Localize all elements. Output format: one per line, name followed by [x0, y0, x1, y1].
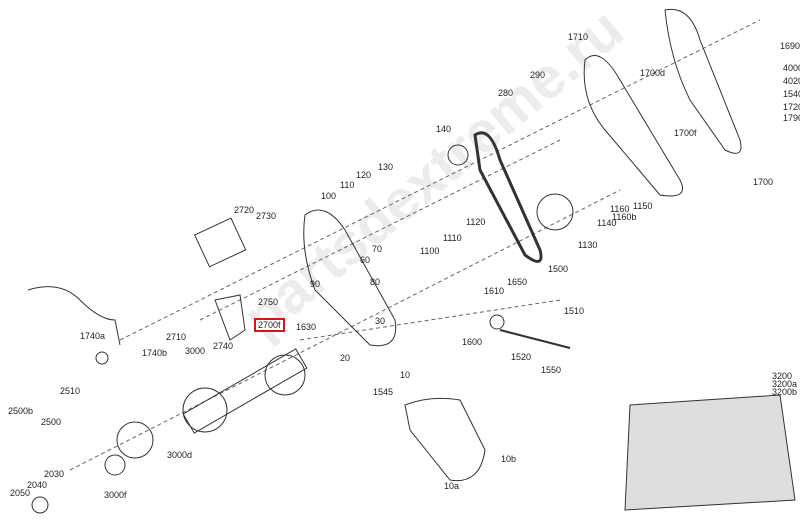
part-label-3200[interactable]: 3200 [772, 371, 793, 381]
part-label-1510[interactable]: 1510 [564, 306, 585, 316]
part-label-3000d[interactable]: 3000d [167, 450, 193, 460]
part-label-2720[interactable]: 2720 [234, 205, 255, 215]
part-label-2500[interactable]: 2500 [41, 417, 62, 427]
part-label-3200b[interactable]: 3200b [772, 387, 798, 397]
assembly-axis-lines [69, 19, 761, 471]
chaincase-housing [303, 209, 397, 347]
part-label-110[interactable]: 110 [340, 180, 355, 190]
part-label-2730[interactable]: 2730 [256, 211, 277, 221]
drive-axle [182, 348, 308, 434]
part-label-1110[interactable]: 1110 [443, 233, 462, 243]
part-label-1600[interactable]: 1600 [462, 337, 483, 347]
drive-sprocket-left [182, 387, 228, 433]
part-label-1740a[interactable]: 1740a [80, 331, 106, 341]
part-label-140[interactable]: 140 [436, 124, 452, 134]
part-label-4000[interactable]: 4000 [783, 63, 800, 73]
part-label-3000[interactable]: 3000 [185, 346, 206, 356]
part-label-1700f[interactable]: 1700f [674, 128, 697, 138]
part-label-1160[interactable]: 1160 [610, 204, 630, 214]
part-label-1100[interactable]: 1100 [420, 246, 440, 256]
bracket-2710 [214, 294, 246, 341]
seal-2030 [104, 454, 126, 476]
bearing-3000f [116, 421, 154, 459]
part-label-2030[interactable]: 2030 [44, 469, 65, 479]
part-label-1540[interactable]: 1540 [783, 89, 800, 99]
part-label-1120[interactable]: 1120 [466, 217, 486, 227]
part-label-1690[interactable]: 1690 [780, 41, 800, 51]
cover-gasket [583, 55, 683, 197]
part-label-290[interactable]: 290 [530, 70, 546, 80]
part-label-1150[interactable]: 1150 [633, 201, 653, 211]
part-label-2750[interactable]: 2750 [258, 297, 279, 307]
track-section [624, 394, 796, 511]
part-label-1130[interactable]: 1130 [578, 240, 598, 250]
part-label-2710[interactable]: 2710 [166, 332, 187, 342]
part-label-1740b[interactable]: 1740b [142, 348, 168, 358]
part-label-1720[interactable]: 1720 [783, 102, 800, 112]
part-label-1630[interactable]: 1630 [296, 322, 317, 332]
shaft-1520 [499, 329, 571, 349]
part-label-120[interactable]: 120 [356, 170, 372, 180]
rear-cover [664, 8, 742, 154]
part-label-1650[interactable]: 1650 [507, 277, 528, 287]
part-label-2500b[interactable]: 2500b [8, 406, 34, 416]
part-label-70[interactable]: 70 [372, 244, 383, 254]
part-label-2050[interactable]: 2050 [10, 488, 31, 498]
part-label-1520[interactable]: 1520 [511, 352, 532, 362]
part-label-30[interactable]: 30 [375, 316, 386, 326]
brake-housing-2720 [194, 217, 247, 268]
part-label-1140[interactable]: 1140 [597, 218, 617, 228]
part-label-2700f-highlighted[interactable]: 2700f [254, 318, 285, 332]
part-label-130[interactable]: 130 [378, 162, 394, 172]
sprocket-140 [447, 144, 469, 166]
part-label-1160b[interactable]: 1160b [612, 212, 637, 222]
part-label-1500[interactable]: 1500 [548, 264, 569, 274]
fitting-1740a [95, 351, 109, 365]
part-label-1550[interactable]: 1550 [541, 365, 562, 375]
part-label-90[interactable]: 90 [310, 279, 321, 289]
ring-2050 [31, 496, 49, 514]
part-label-20[interactable]: 20 [340, 353, 351, 363]
part-label-10[interactable]: 10 [400, 370, 411, 380]
part-label-1790[interactable]: 1790 [783, 113, 800, 123]
part-label-1700d[interactable]: 1700d [640, 68, 666, 78]
part-label-2040[interactable]: 2040 [27, 480, 48, 490]
part-label-60[interactable]: 60 [360, 255, 371, 265]
part-label-2510[interactable]: 2510 [60, 386, 81, 396]
sprocket-1130 [536, 193, 574, 231]
part-label-3000f[interactable]: 3000f [104, 490, 127, 500]
drive-sprocket-right [264, 354, 306, 396]
part-label-1545[interactable]: 1545 [373, 387, 394, 397]
tensioner-1610 [489, 314, 505, 330]
part-label-3200a[interactable]: 3200a [772, 379, 798, 389]
outer-plate-10a [404, 397, 486, 482]
part-label-1610[interactable]: 1610 [484, 286, 505, 296]
part-label-10b[interactable]: 10b [501, 454, 517, 464]
part-label-2740[interactable]: 2740 [213, 341, 234, 351]
part-label-100[interactable]: 100 [321, 191, 337, 201]
brake-line [27, 286, 121, 346]
part-label-80[interactable]: 80 [370, 277, 381, 287]
part-label-1710[interactable]: 1710 [568, 32, 589, 42]
drive-chain [473, 131, 543, 263]
part-label-1700[interactable]: 1700 [753, 177, 774, 187]
part-label-280[interactable]: 280 [498, 88, 514, 98]
part-label-10a[interactable]: 10a [444, 481, 460, 491]
